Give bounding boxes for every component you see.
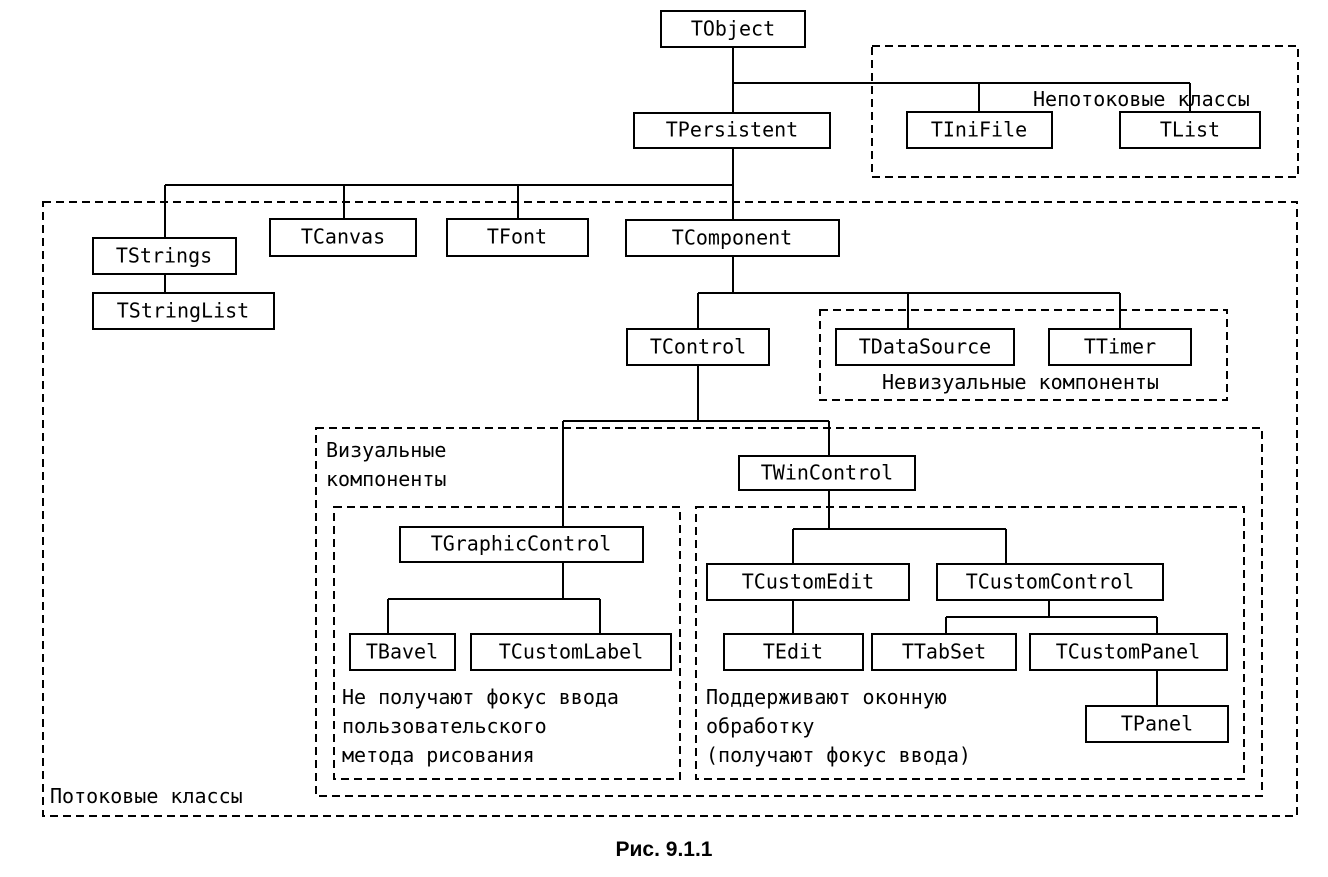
region-non-stream-classes [871,45,1299,178]
node-tgraphiccontrol: TGraphicControl [399,526,644,563]
region-visual-components [315,427,1263,797]
node-tpersistent: TPersistent [633,112,831,149]
label-non-visual-components: Невизуальные компоненты [882,370,1159,394]
node-tcanvas-label: TCanvas [301,225,385,249]
node-tcontrol-label: TControl [650,335,746,359]
region-windowed-controls [695,506,1245,780]
node-tpanel: TPanel [1085,705,1229,743]
node-tcontrol: TControl [626,328,770,366]
region-non-visual-components [819,309,1228,401]
node-tcustomlabel: TCustomLabel [470,633,672,671]
label-windowed-line-3: (получают фокус ввода) [706,743,971,767]
figure-caption: Рис. 9.1.1 [615,838,713,861]
node-tstringlist-label: TStringList [117,299,249,323]
node-tcustomedit-label: TCustomEdit [742,570,874,594]
node-ttimer: TTimer [1048,328,1192,366]
node-tfont-label: TFont [487,225,547,249]
region-graphic-controls [333,506,681,780]
label-stream-classes: Потоковые классы [50,784,243,808]
node-tcustompanel: TCustomPanel [1029,633,1228,671]
node-tlist-label: TList [1160,118,1220,142]
node-tbavel: TBavel [349,633,456,671]
node-ttabset-label: TTabSet [902,640,986,664]
node-tstringlist: TStringList [92,292,275,330]
node-tbavel-label: TBavel [366,640,438,664]
label-visual-line-2: компоненты [326,467,446,491]
node-tstrings: TStrings [92,237,237,275]
node-ttimer-label: TTimer [1084,335,1156,359]
label-graphic-line-3: метода рисования [342,743,535,767]
node-tcustomedit: TCustomEdit [706,563,910,601]
node-tinifile-label: TIniFile [931,118,1027,142]
node-tcustomcontrol: TCustomControl [936,563,1164,601]
node-tedit-label: TEdit [763,640,823,664]
node-tfont: TFont [446,218,589,257]
node-tinifile: TIniFile [906,111,1053,149]
node-tlist: TList [1119,111,1261,149]
node-tedit: TEdit [723,633,864,671]
label-visual-line-1: Визуальные [326,438,446,462]
node-tdatasource-label: TDataSource [859,335,991,359]
label-windowed-line-1: Поддерживают оконную [706,685,947,709]
node-tcomponent: TComponent [625,219,840,257]
label-non-stream-classes: Непотоковые классы [1033,87,1250,111]
node-ttabset: TTabSet [871,633,1017,671]
node-tgraphiccontrol-label: TGraphicControl [431,532,612,556]
node-tpanel-label: TPanel [1121,712,1193,736]
node-tstrings-label: TStrings [116,244,212,268]
connectors [164,47,1191,706]
node-tcomponent-label: TComponent [672,226,792,250]
node-tcustompanel-label: TCustomPanel [1056,640,1201,664]
node-tobject-label: TObject [691,17,775,41]
node-tcustomcontrol-label: TCustomControl [966,570,1135,594]
node-tpersistent-label: TPersistent [666,118,798,142]
label-graphic-line-1: Не получают фокус ввода [342,685,619,709]
node-tobject: TObject [660,10,806,48]
node-tdatasource: TDataSource [835,328,1015,366]
label-graphic-line-2: пользовательского [342,714,547,738]
node-tcanvas: TCanvas [269,218,417,257]
label-windowed-line-2: обработку [706,714,814,738]
node-twincontrol: TWinControl [738,455,916,491]
node-tcustomlabel-label: TCustomLabel [499,640,644,664]
region-stream-classes [42,201,1298,817]
node-twincontrol-label: TWinControl [761,461,893,485]
